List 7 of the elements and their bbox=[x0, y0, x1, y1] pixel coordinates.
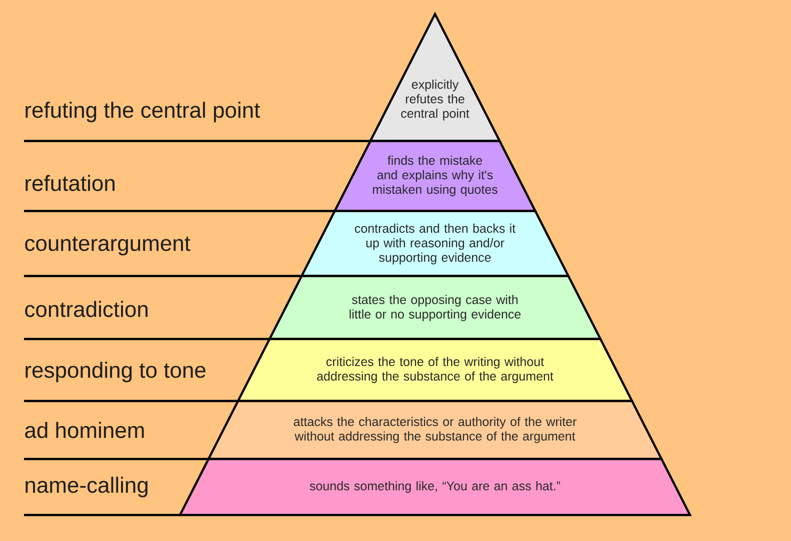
level-label: refutation bbox=[26, 174, 114, 192]
level-label: ad hominem bbox=[25, 422, 144, 438]
level-label: contradiction bbox=[25, 300, 148, 318]
level-label: name-calling bbox=[26, 476, 148, 498]
level-label: responding to tone bbox=[26, 362, 206, 382]
level-label: counterargument bbox=[25, 236, 190, 256]
level-label: refuting the central point bbox=[26, 102, 260, 122]
